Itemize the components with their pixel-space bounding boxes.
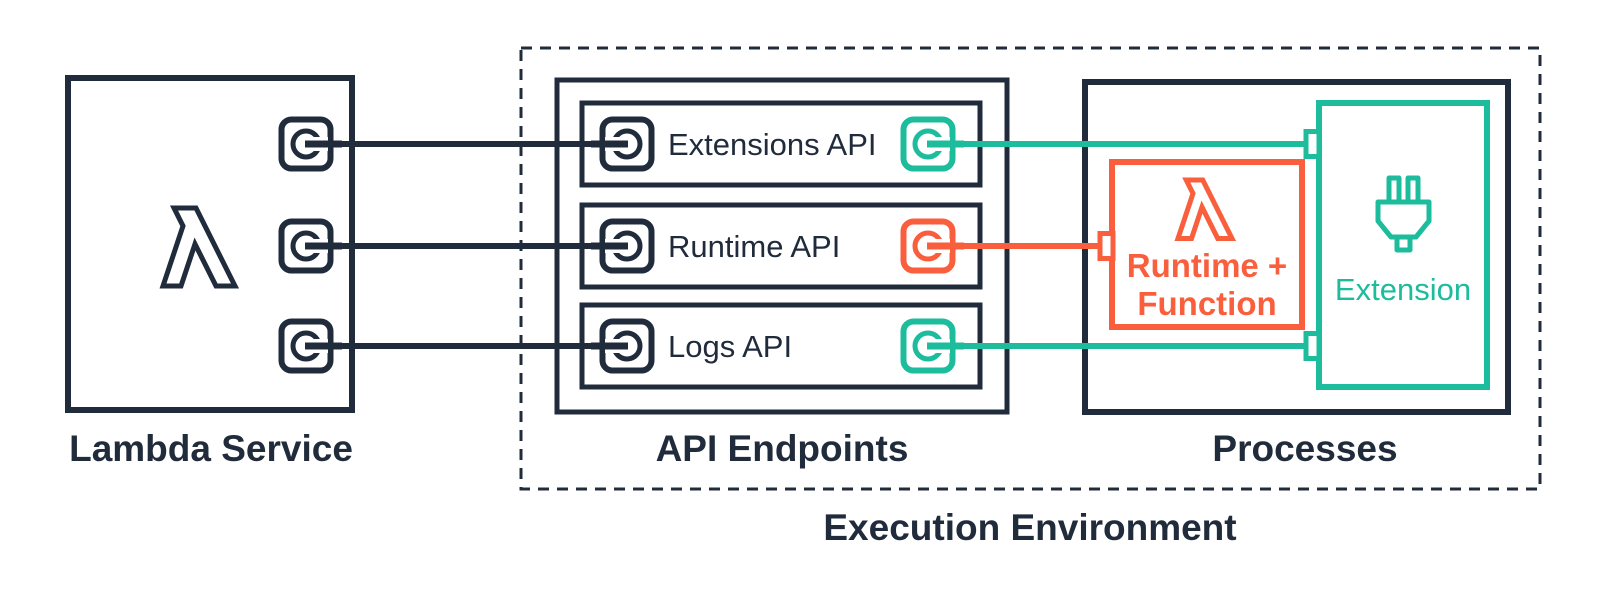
execution-environment-label: Execution Environment xyxy=(823,507,1236,548)
extension-bottom-connector-tab xyxy=(1303,331,1322,361)
extension-box xyxy=(1316,100,1490,390)
runtime-api-label: Runtime API xyxy=(668,229,840,264)
plug-stub xyxy=(1394,234,1413,253)
lambda-service-port-icon-3 xyxy=(282,322,343,371)
runtime-function-connector-tab xyxy=(1097,231,1116,261)
runtime-function-label-line2: Function xyxy=(1137,285,1276,322)
runtime-function-label-line1: Runtime + xyxy=(1127,247,1287,284)
extensions-api-left-port-icon xyxy=(591,120,652,169)
lambda-icon xyxy=(163,208,235,286)
extensions-api-right-port-icon xyxy=(904,120,965,169)
plug-icon xyxy=(1375,175,1432,253)
logs-api-right-port-icon xyxy=(904,322,965,371)
logs-api-left-port-icon xyxy=(591,322,652,371)
api-endpoints-label: API Endpoints xyxy=(656,428,909,469)
lambda-service-port-icon-1 xyxy=(282,120,343,169)
plug-body xyxy=(1375,199,1432,240)
runtime-api-left-port-icon xyxy=(591,222,652,271)
runtime-api-right-port-icon xyxy=(904,222,965,271)
execution-environment-box xyxy=(519,46,1542,491)
extensions-api-label: Extensions API xyxy=(668,127,877,162)
processes-label: Processes xyxy=(1212,428,1397,469)
extension-label: Extension xyxy=(1335,272,1471,307)
extension-top-connector-tab xyxy=(1303,129,1322,159)
lambda-service-label: Lambda Service xyxy=(69,428,353,469)
logs-api-label: Logs API xyxy=(668,329,792,364)
lambda-service-port-icon-2 xyxy=(282,222,343,271)
